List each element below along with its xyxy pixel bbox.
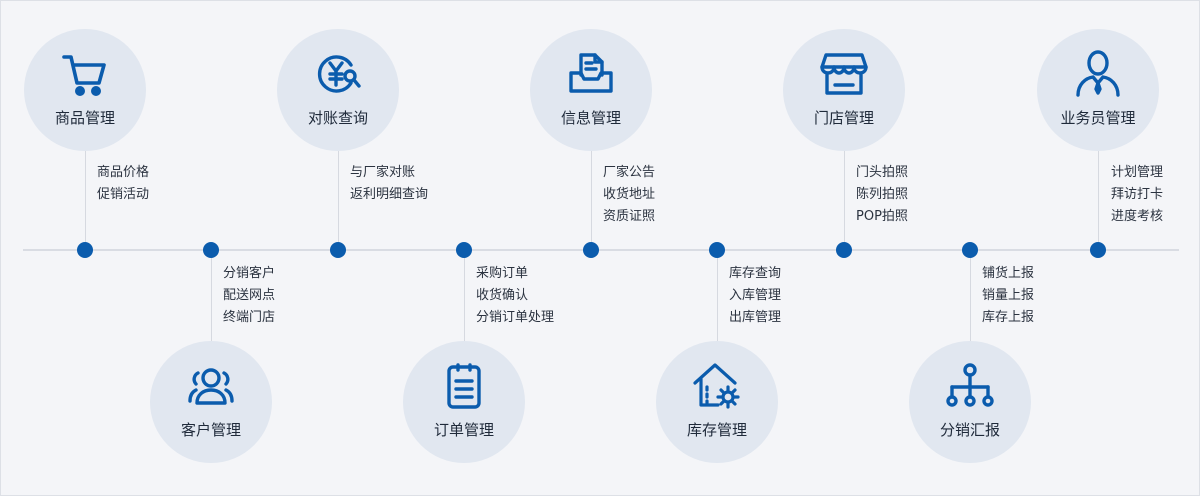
module-items-inventory: 库存查询 入库管理 出库管理 — [729, 263, 781, 329]
module-title: 分销汇报 — [939, 421, 1000, 439]
list-item: 陈列拍照 — [856, 187, 909, 202]
timeline-node-staff — [1090, 242, 1106, 258]
connector-line — [1097, 151, 1099, 243]
list-item: 入库管理 — [729, 288, 782, 303]
module-title: 对账查询 — [307, 109, 368, 127]
module-staff: 业务员管理 — [1037, 29, 1159, 151]
timeline-node-store — [836, 242, 852, 258]
module-items-order: 采购订单 收货确认 分销订单处理 — [476, 263, 554, 329]
module-items-info: 厂家公告 收货地址 资质证照 — [603, 162, 655, 228]
module-title: 商品管理 — [54, 109, 115, 127]
module-store: 门店管理 — [783, 29, 905, 151]
list-item: 拜访打卡 — [1111, 187, 1164, 202]
list-item: 资质证照 — [603, 209, 656, 224]
list-item: 库存查询 — [729, 266, 782, 281]
list-item: 商品价格 — [97, 165, 150, 180]
inbox-document-icon — [566, 49, 616, 99]
org-hierarchy-icon — [945, 361, 995, 411]
timeline-node-statement — [330, 242, 346, 258]
timeline-node-inventory — [709, 242, 725, 258]
module-product: 商品管理 — [24, 29, 146, 151]
users-icon — [186, 361, 236, 411]
connector-line — [84, 151, 86, 243]
connector-line — [337, 151, 339, 243]
list-item: 厂家公告 — [603, 165, 656, 180]
connector-line — [716, 257, 718, 341]
module-customer: 客户管理 — [150, 341, 272, 463]
list-item: 促销活动 — [97, 187, 150, 202]
module-title: 客户管理 — [180, 421, 241, 439]
list-item: 库存上报 — [982, 310, 1035, 325]
list-item: 分销订单处理 — [476, 310, 555, 325]
list-item: 铺货上报 — [982, 266, 1035, 281]
yuan-search-icon — [313, 49, 363, 99]
module-items-product: 商品价格 促销活动 — [97, 162, 149, 206]
list-item: 出库管理 — [729, 310, 782, 325]
module-order: 订单管理 — [403, 341, 525, 463]
connector-line — [590, 151, 592, 243]
list-item: 采购订单 — [476, 266, 529, 281]
timeline-node-product — [77, 242, 93, 258]
timeline-node-report — [962, 242, 978, 258]
list-item: 与厂家对账 — [350, 165, 416, 180]
module-title: 业务员管理 — [1060, 109, 1136, 127]
module-items-statement: 与厂家对账 返利明细查询 — [350, 162, 428, 206]
module-title: 信息管理 — [560, 109, 621, 127]
list-item: POP拍照 — [856, 209, 908, 224]
order-list-icon — [439, 361, 489, 411]
timeline-axis — [23, 249, 1179, 251]
list-item: 配送网点 — [223, 288, 276, 303]
module-report: 分销汇报 — [909, 341, 1031, 463]
module-title: 库存管理 — [686, 421, 747, 439]
module-title: 门店管理 — [813, 109, 874, 127]
timeline-node-info — [583, 242, 599, 258]
connector-line — [463, 257, 465, 341]
list-item: 终端门店 — [223, 310, 276, 325]
module-info: 信息管理 — [530, 29, 652, 151]
list-item: 计划管理 — [1111, 165, 1164, 180]
list-item: 返利明细查询 — [350, 187, 429, 202]
list-item: 进度考核 — [1111, 209, 1164, 224]
module-items-store: 门头拍照 陈列拍照 POP拍照 — [856, 162, 908, 228]
storefront-icon — [819, 49, 869, 99]
list-item: 收货地址 — [603, 187, 656, 202]
module-items-customer: 分销客户 配送网点 终端门店 — [223, 263, 275, 329]
connector-line — [210, 257, 212, 341]
list-item: 销量上报 — [982, 288, 1035, 303]
connector-line — [969, 257, 971, 341]
connector-line — [843, 151, 845, 243]
timeline-node-customer — [203, 242, 219, 258]
module-items-staff: 计划管理 拜访打卡 进度考核 — [1111, 162, 1163, 228]
salesperson-icon — [1073, 49, 1123, 99]
timeline-node-order — [456, 242, 472, 258]
list-item: 收货确认 — [476, 288, 529, 303]
module-title: 订单管理 — [433, 421, 494, 439]
warehouse-gear-icon — [692, 361, 742, 411]
shopping-cart-icon — [60, 49, 110, 99]
list-item: 门头拍照 — [856, 165, 909, 180]
module-items-report: 铺货上报 销量上报 库存上报 — [982, 263, 1034, 329]
module-inventory: 库存管理 — [656, 341, 778, 463]
module-statement: 对账查询 — [277, 29, 399, 151]
list-item: 分销客户 — [223, 266, 276, 281]
